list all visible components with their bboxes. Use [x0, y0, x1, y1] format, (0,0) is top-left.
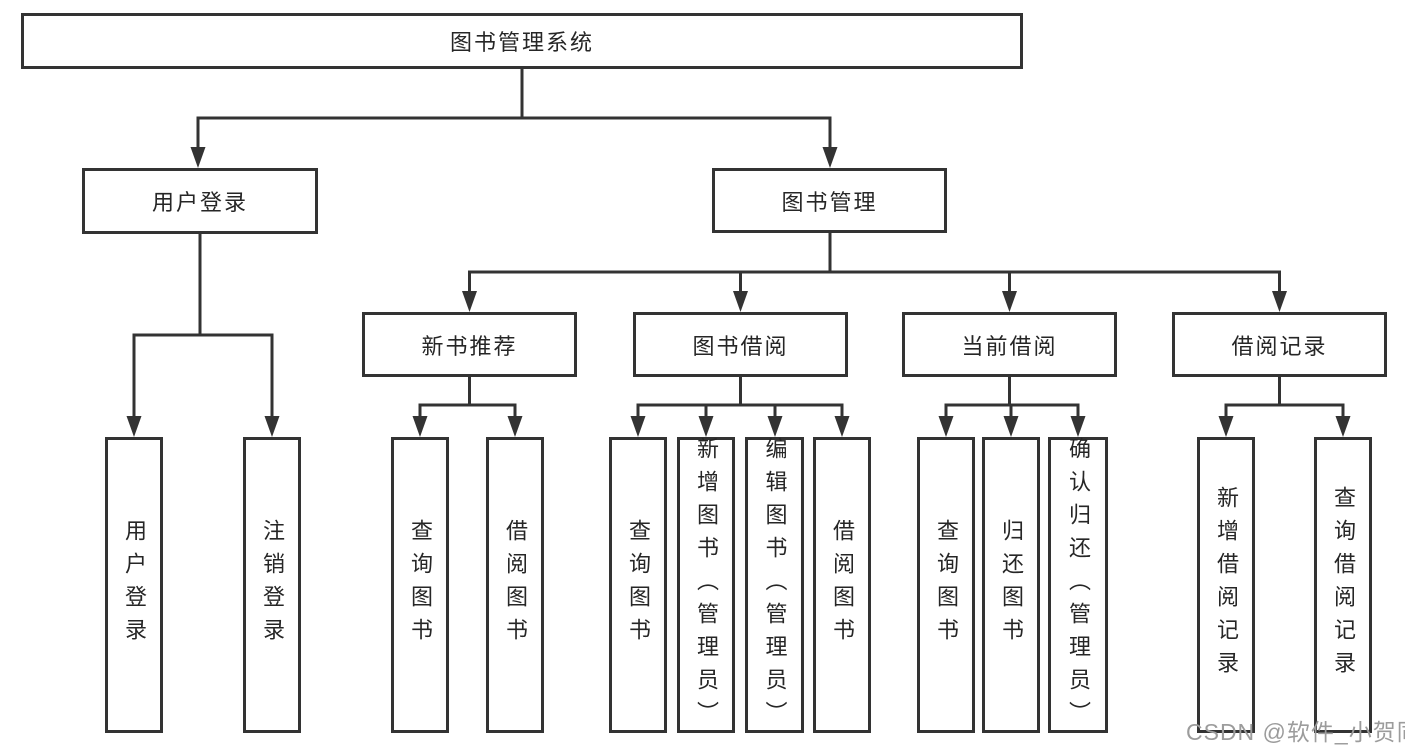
leaf-borrow-books-recommend: 借阅图书	[486, 437, 544, 733]
node-root-library-management-system: 图书管理系统	[21, 13, 1023, 69]
leaf-label: 新增借阅记录	[1214, 486, 1239, 684]
leaf-label: 新增图书（管理员）	[694, 436, 719, 734]
leaf-label: 查询图书	[934, 519, 959, 651]
leaf-query-books-borrow: 查询图书	[609, 437, 667, 733]
leaf-label: 归还图书	[999, 519, 1024, 651]
node-book-borrow: 图书借阅	[633, 312, 848, 377]
leaf-borrow-books: 借阅图书	[813, 437, 871, 733]
leaf-logout: 注销登录	[243, 437, 301, 733]
leaf-add-borrow-record: 新增借阅记录	[1197, 437, 1255, 733]
leaf-query-borrow-record: 查询借阅记录	[1314, 437, 1372, 733]
leaf-query-books-recommend: 查询图书	[391, 437, 449, 733]
leaf-label: 用户登录	[122, 519, 147, 651]
node-book-management: 图书管理	[712, 168, 947, 233]
leaf-label: 查询图书	[408, 519, 433, 651]
csdn-watermark: CSDN @软件_小贺同学	[1186, 719, 1405, 745]
leaf-add-book-admin: 新增图书（管理员）	[677, 436, 735, 734]
leaf-label: 查询图书	[626, 519, 651, 651]
node-borrow-records: 借阅记录	[1172, 312, 1387, 377]
leaf-label: 编辑图书（管理员）	[762, 436, 788, 734]
node-current-borrow: 当前借阅	[902, 312, 1117, 377]
node-new-book-recommend: 新书推荐	[362, 312, 577, 377]
node-user-login: 用户登录	[82, 168, 318, 234]
leaf-edit-book-admin: 编辑图书（管理员）	[745, 436, 804, 734]
leaf-label: 查询借阅记录	[1331, 486, 1356, 684]
leaf-label: 借阅图书	[830, 519, 855, 651]
leaf-label: 借阅图书	[503, 519, 528, 651]
leaf-confirm-return-admin: 确认归还（管理员）	[1048, 436, 1108, 734]
leaf-label: 注销登录	[260, 519, 285, 651]
leaf-return-book: 归还图书	[982, 437, 1040, 733]
leaf-label: 确认归还（管理员）	[1066, 436, 1091, 734]
leaf-query-books-current: 查询图书	[917, 437, 975, 733]
leaf-user-login: 用户登录	[105, 437, 163, 733]
